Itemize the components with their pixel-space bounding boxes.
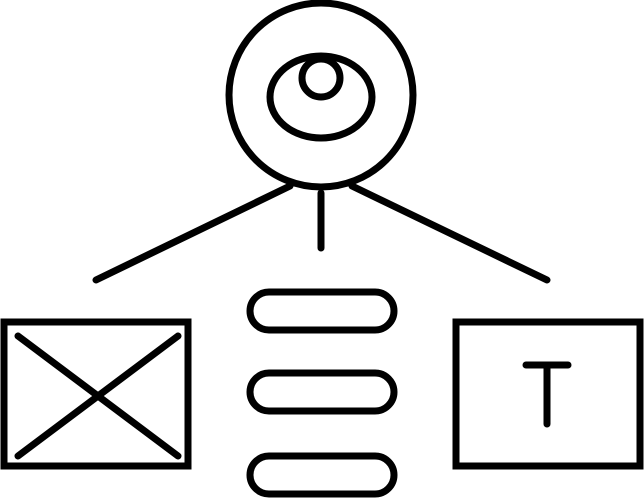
- connector-left: [92, 182, 294, 284]
- image-cross-b: [14, 332, 182, 460]
- text-tool-box: [452, 318, 644, 470]
- connector-right: [348, 182, 551, 284]
- eye-pupil: [298, 55, 344, 101]
- image-box: [0, 318, 192, 470]
- image-placeholder-icon: [0, 318, 192, 470]
- text-line-2: [246, 369, 398, 415]
- eye-node: [225, 0, 417, 191]
- text-tool-icon: [452, 318, 644, 470]
- text-line-1: [246, 288, 398, 334]
- text-lines-icon: [246, 288, 398, 498]
- text-line-3: [246, 452, 398, 498]
- eye-circle-outline: [225, 0, 417, 191]
- connector-lines: [92, 182, 551, 284]
